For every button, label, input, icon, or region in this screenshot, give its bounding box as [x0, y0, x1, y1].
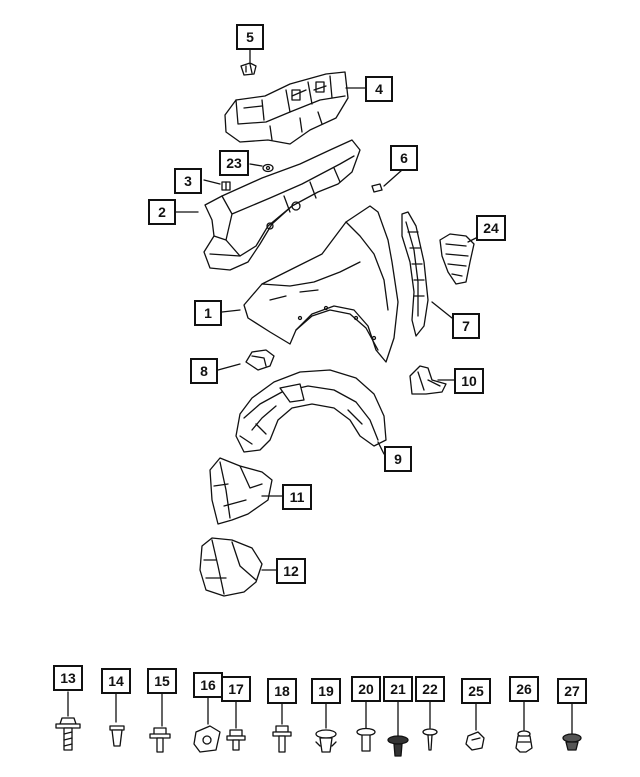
callout-16: 16	[193, 672, 223, 698]
callout-20: 20	[351, 676, 381, 702]
callout-7: 7	[452, 313, 480, 339]
callout-23: 23	[219, 150, 249, 176]
callout-11: 11	[282, 484, 312, 510]
part-27-retainer	[562, 733, 582, 751]
part-19-push-retainer	[315, 729, 337, 753]
callout-15: 15	[147, 668, 177, 694]
part-2-apron-rail	[203, 139, 361, 271]
part-8-bracket	[245, 349, 275, 371]
part-13-bolt	[55, 717, 81, 751]
part-16-clip-nut	[193, 725, 221, 753]
part-24-bracket	[439, 233, 475, 285]
part-12-lower-shield	[199, 537, 263, 597]
callout-22: 22	[415, 676, 445, 702]
part-9-wheelhouse-liner	[235, 369, 387, 453]
callout-24: 24	[476, 215, 506, 241]
part-15-bolt	[149, 727, 171, 753]
part-5-clip	[240, 62, 257, 76]
leader-24	[467, 237, 477, 243]
part-21-push-pin	[387, 735, 409, 757]
leader-1	[221, 309, 241, 313]
callout-13: 13	[53, 665, 83, 691]
leader-3	[203, 179, 221, 185]
callout-27: 27	[557, 678, 587, 704]
callout-10: 10	[454, 368, 484, 394]
part-6-clip	[371, 183, 383, 193]
part-26-grommet	[515, 730, 533, 753]
part-14-push-pin	[109, 725, 125, 747]
callout-2: 2	[148, 199, 176, 225]
part-10-shield	[409, 365, 447, 395]
callout-17: 17	[221, 676, 251, 702]
leader-8	[217, 363, 241, 371]
callout-26: 26	[509, 676, 539, 702]
callout-14: 14	[101, 668, 131, 694]
part-22-screw	[422, 728, 438, 751]
callout-19: 19	[311, 678, 341, 704]
part-11-splash-shield	[209, 457, 273, 525]
callout-1: 1	[194, 300, 222, 326]
leader-7	[431, 301, 453, 319]
part-18-bolt	[272, 725, 292, 753]
part-7-seal-strip	[401, 211, 429, 337]
callout-3: 3	[174, 168, 202, 194]
leader-9	[377, 441, 385, 455]
part-23-nut	[262, 163, 274, 173]
part-25-nut	[465, 731, 485, 751]
callout-8: 8	[190, 358, 218, 384]
part-17-bolt	[226, 729, 246, 751]
callout-5: 5	[236, 24, 264, 50]
part-1-fender	[243, 205, 399, 363]
callout-6: 6	[390, 145, 418, 171]
callout-4: 4	[365, 76, 393, 102]
callout-25: 25	[461, 678, 491, 704]
leader-6	[383, 169, 403, 187]
callout-9: 9	[384, 446, 412, 472]
part-20-bolt	[356, 727, 376, 752]
leader-23	[249, 163, 263, 167]
callout-18: 18	[267, 678, 297, 704]
callout-12: 12	[276, 558, 306, 584]
part-4-bracket	[224, 71, 349, 145]
part-3-fastener	[221, 181, 231, 191]
callout-21: 21	[383, 676, 413, 702]
